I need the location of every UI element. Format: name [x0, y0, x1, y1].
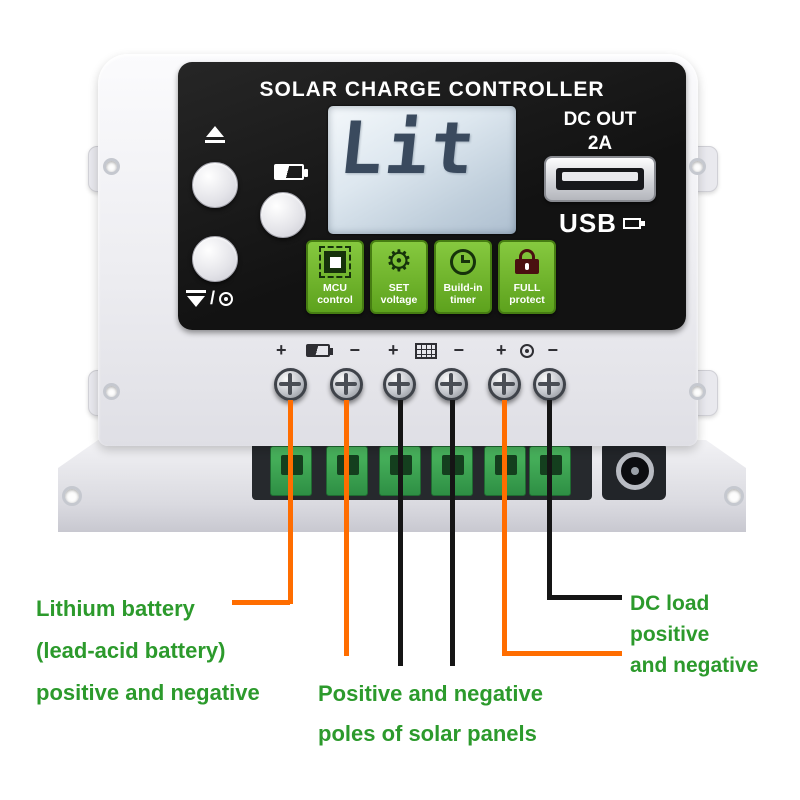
device-title: SOLAR CHARGE CONTROLLER [259, 78, 605, 101]
lamp-icon [219, 291, 234, 306]
battery-icon [274, 164, 308, 180]
load-positive-screw [488, 368, 521, 401]
load-positive-callout-line [504, 651, 622, 656]
solar-negative-screw [435, 368, 468, 401]
usb-slot [556, 168, 644, 190]
lcd-reading: Lit [335, 106, 481, 190]
load-dim-icon: / [186, 288, 234, 309]
battery-positive-wire-line [288, 400, 293, 604]
controller-body: SOLAR CHARGE CONTROLLER Lit DC OUT 2A US… [98, 54, 698, 446]
select-button [260, 192, 306, 238]
battery-terminal-label: + − [276, 340, 360, 360]
lock-icon [515, 249, 539, 275]
mount-hole [724, 486, 744, 506]
down-button [192, 236, 238, 282]
mcu-chip-icon [319, 246, 351, 278]
usb-port [544, 156, 656, 202]
mount-hole [103, 383, 120, 400]
load-positive-wire-line [502, 400, 507, 656]
solar-negative-wire-line [450, 400, 455, 666]
load-negative-wire-line [547, 400, 552, 600]
usb-tongue [562, 172, 638, 181]
solar-panel-icon [415, 342, 437, 359]
battery-callout-line [232, 600, 290, 605]
battery-negative-screw [330, 368, 363, 401]
mount-hole [689, 383, 706, 400]
load-negative-screw [533, 368, 566, 401]
mount-hole [103, 158, 120, 175]
gear-icon: ⚙ [385, 244, 413, 279]
battery-negative-wire-line [344, 400, 349, 656]
dc-barrel-jack [616, 452, 654, 490]
load-negative-callout-line [549, 595, 622, 600]
battery-icon [306, 344, 333, 357]
mount-hole [62, 486, 82, 506]
load-terminal-label: + − [496, 340, 558, 360]
up-button [192, 162, 238, 208]
solar-terminal-label: + − [388, 340, 464, 360]
usb-logo: USB [544, 208, 656, 239]
triangle-down-icon [186, 290, 206, 307]
usb-plug-icon [622, 218, 645, 229]
triangle-up-icon [206, 126, 224, 137]
load-annotation: DC load positive and negative [630, 592, 759, 677]
icon-bar [205, 140, 225, 143]
solar-annotation: Positive and negative poles of solar pan… [318, 681, 543, 746]
dc-jack-pin [631, 467, 639, 475]
front-panel: SOLAR CHARGE CONTROLLER Lit DC OUT 2A US… [178, 62, 686, 330]
solar-positive-screw [383, 368, 416, 401]
dc-out-label: DC OUT 2A [563, 109, 637, 154]
mount-hole [689, 158, 706, 175]
lcd-display: Lit [328, 106, 516, 234]
lamp-icon [520, 343, 534, 358]
solar-positive-wire-line [398, 400, 403, 666]
battery-annotation: Lithium battery (lead-acid battery) posi… [36, 596, 260, 705]
charge-mode-icon [200, 126, 230, 143]
battery-positive-screw [274, 368, 307, 401]
clock-icon [450, 249, 476, 275]
